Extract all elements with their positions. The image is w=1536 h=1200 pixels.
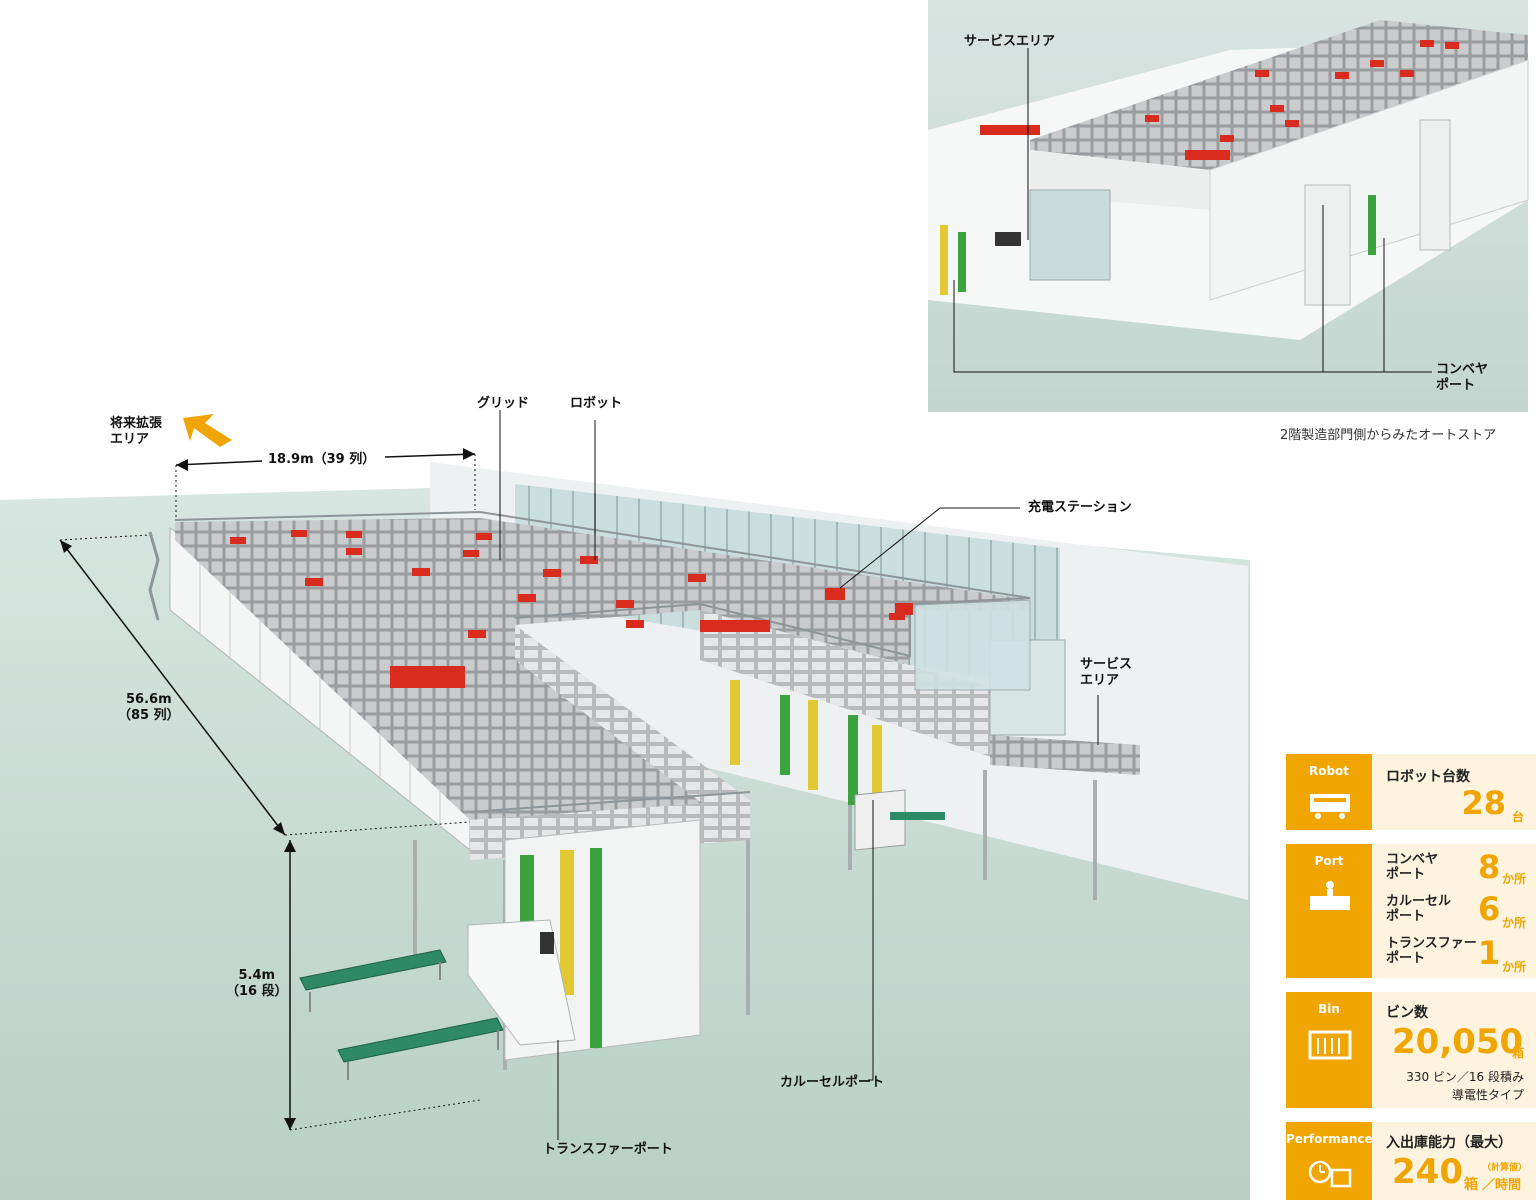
- spec-port-tag-text: Port: [1314, 854, 1344, 868]
- label-width-dimension: 18.9m（39 列）: [268, 452, 376, 467]
- tower-yellow-panel: [560, 850, 574, 995]
- spec-performance-value: 240: [1392, 1152, 1463, 1192]
- port-carousel-label-1: カルーセル: [1386, 894, 1452, 909]
- label-expansion-area: 将来拡張 エリア: [110, 416, 162, 448]
- floor-conveyor-1: [299, 949, 447, 991]
- clock-bin-icon: [1308, 1160, 1352, 1188]
- robots: [230, 530, 905, 638]
- label-robot: ロボット: [570, 396, 623, 411]
- spec-performance-unit: 箱: [1464, 1177, 1478, 1193]
- inset-view: [928, 0, 1529, 412]
- label-carousel-port: カルーセルポート: [780, 1075, 885, 1090]
- service-platform: [990, 735, 1140, 775]
- spec-performance-title: 入出庫能力（最大）: [1386, 1135, 1512, 1151]
- port-conveyor-unit: か所: [1502, 872, 1527, 886]
- carousel-machine: [854, 789, 906, 851]
- dimension-lines: [59, 410, 1099, 1140]
- port-transfer-label-2: ポート: [1386, 951, 1426, 966]
- robot-icon: [1310, 794, 1350, 819]
- port-carousel-unit: か所: [1502, 916, 1527, 930]
- floor-conveyor-2: [337, 1017, 504, 1063]
- stairs: [148, 531, 160, 621]
- spec-robot-title: ロボット台数: [1386, 769, 1470, 785]
- tower-green-panel-2: [590, 848, 602, 1048]
- spec-port: Port コンベヤポート 8 か所 カルーセルポート 6 か所 トランスファーポ…: [1286, 844, 1536, 978]
- label-service-line2: エリア: [1080, 673, 1120, 688]
- inset-conveyor-line2: ポート: [1436, 378, 1476, 393]
- inset-label-service-area: サービスエリア: [964, 34, 1056, 49]
- port-conveyor-label: コンベヤポート: [1386, 852, 1438, 882]
- charging-stations: [390, 588, 913, 688]
- spec-bin-value: 20,050: [1392, 1022, 1524, 1062]
- port-transfer-label: トランスファーポート: [1386, 936, 1477, 966]
- spec-bin-note-2: 導電性タイプ: [1451, 1088, 1524, 1102]
- label-charging-station: 充電ステーション: [1028, 500, 1132, 515]
- label-transfer-port: トランスファーポート: [543, 1142, 673, 1157]
- port-transfer-value: 1: [1478, 934, 1501, 972]
- port-carousel-label-2: ポート: [1386, 909, 1426, 924]
- label-expansion-line2: エリア: [110, 432, 150, 447]
- label-grid: グリッド: [477, 396, 530, 411]
- spec-robot-tag: [1286, 754, 1372, 830]
- spec-performance-unit2: ／時間: [1482, 1178, 1522, 1193]
- service-glass: [914, 599, 1031, 691]
- spec-bin-tag-text: Bin: [1318, 1002, 1340, 1016]
- bin-icon: [1308, 1030, 1352, 1060]
- port-carousel-value: 6: [1478, 890, 1501, 928]
- terminal: [540, 932, 554, 954]
- label-service-area: サービス エリア: [1080, 657, 1132, 689]
- inset-caption: 2階製造部門側からみたオートストア: [1280, 428, 1497, 443]
- spec-performance: Performance 入出庫能力（最大） 240 箱 （計算値） ／時間: [1286, 1122, 1536, 1200]
- port-transfer-label-1: トランスファー: [1386, 936, 1477, 951]
- label-length-dimension: 56.6m （85 列）: [118, 692, 180, 724]
- conveyor-legs: [309, 962, 499, 1080]
- grid-side-inner: [515, 625, 750, 840]
- railing: [174, 510, 1031, 599]
- spec-performance-tag-text: Performance: [1286, 1132, 1373, 1146]
- grid-top: [175, 518, 1030, 820]
- spec-bin-tag: [1286, 992, 1372, 1108]
- spec-robot: Robot ロボット台数 28 台: [1286, 754, 1536, 830]
- label-height-line2: （16 段）: [226, 984, 288, 999]
- spec-robot-unit: 台: [1511, 810, 1524, 824]
- port-conveyor-label-1: コンベヤ: [1386, 852, 1439, 867]
- expansion-arrow-icon: [183, 414, 232, 447]
- port-operator-icon: [1310, 881, 1350, 910]
- spec-robot-tag-text: Robot: [1308, 764, 1350, 778]
- port-carousel-label: カルーセルポート: [1386, 894, 1451, 924]
- label-service-line1: サービス: [1080, 657, 1133, 672]
- spec-bin-note-1: 330 ビン／16 段積み: [1406, 1070, 1524, 1084]
- label-expansion-line1: 将来拡張: [110, 416, 163, 431]
- inset-conveyor-line1: コンベヤ: [1436, 362, 1489, 377]
- spec-performance-tag: [1286, 1122, 1372, 1200]
- port-transfer-unit: か所: [1502, 960, 1527, 974]
- port-panels: [730, 680, 882, 805]
- spec-port-tag: [1286, 844, 1372, 978]
- label-length-line2: （85 列）: [118, 708, 180, 723]
- railing-inner: [514, 597, 1031, 658]
- spec-bin-title: ビン数: [1386, 1005, 1428, 1021]
- grid-side-back: [700, 610, 1000, 760]
- spec-robot-value: 28: [1461, 784, 1506, 822]
- inset-label-conveyor-port: コンベヤ ポート: [1436, 362, 1488, 394]
- spec-bin: Bin ビン数 20,050 箱 330 ビン／16 段積み 導電性タイプ: [1286, 992, 1536, 1108]
- port-conveyor-label-2: ポート: [1386, 867, 1426, 882]
- port-conveyor-value: 8: [1478, 848, 1501, 886]
- carousel-conveyor: [890, 812, 945, 820]
- spec-bin-unit: 箱: [1511, 1046, 1524, 1060]
- label-length-line1: 56.6m: [126, 692, 172, 707]
- spec-performance-note: （計算値）: [1482, 1163, 1528, 1173]
- label-height-dimension: 5.4m （16 段）: [226, 968, 288, 1000]
- railing-front: [469, 791, 751, 813]
- label-height-line1: 5.4m: [238, 968, 276, 983]
